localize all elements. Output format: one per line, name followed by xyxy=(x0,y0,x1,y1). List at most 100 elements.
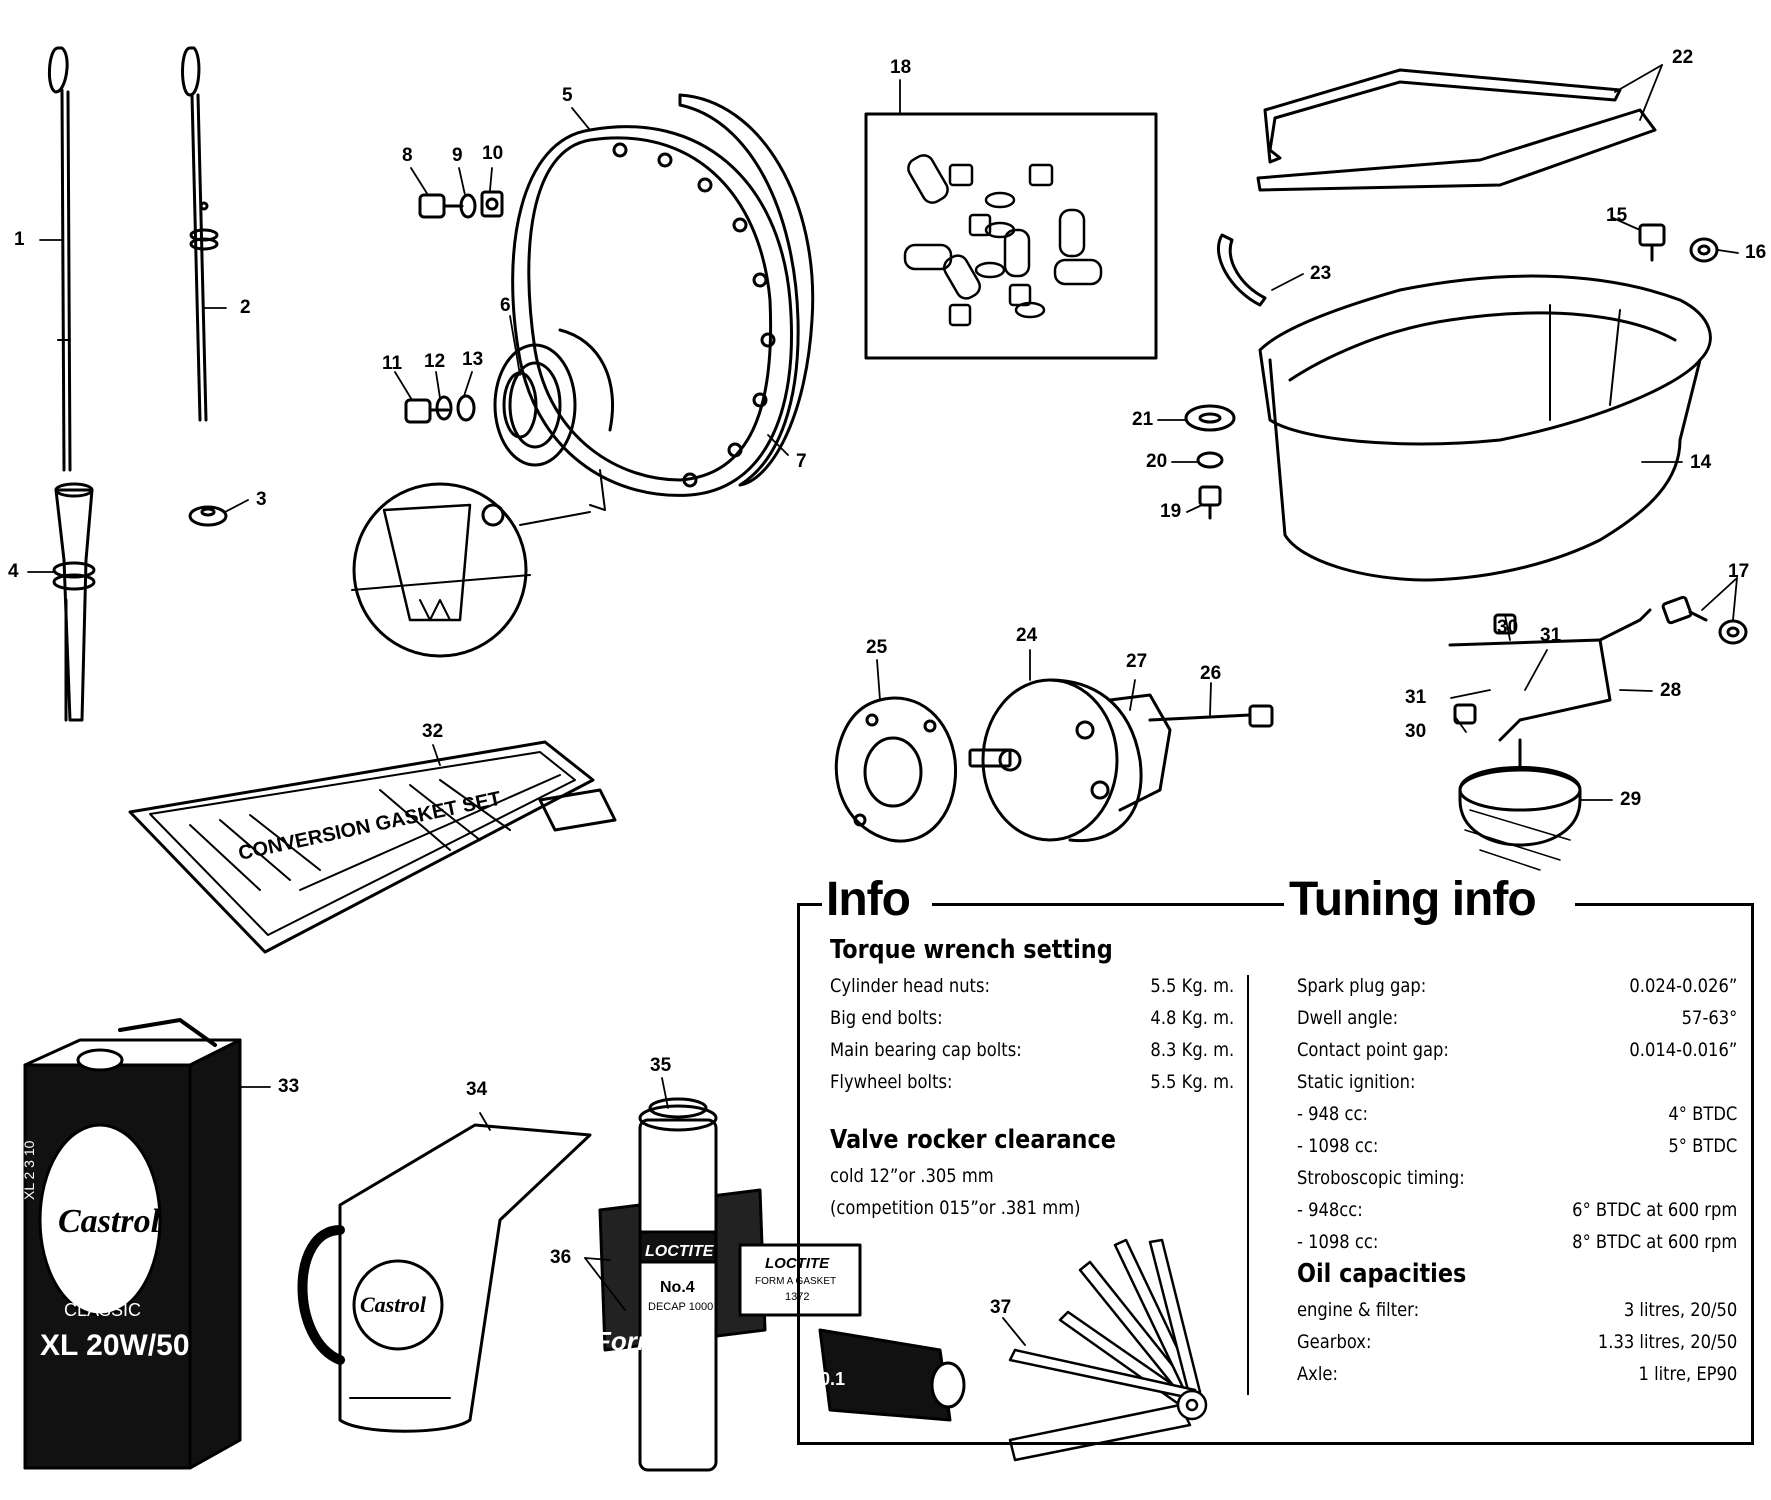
callout-15: 15 xyxy=(1606,205,1628,226)
tuning-label: Spark plug gap: xyxy=(1297,975,1427,997)
callout-4: 4 xyxy=(8,561,19,582)
info-box-top-right xyxy=(1575,903,1754,906)
tuning-row: Dwell angle: 57-63° xyxy=(1297,1002,1737,1034)
torque-value: 4.8 Kg. m. xyxy=(1150,1007,1235,1029)
tuning-row: - 1098 cc: 8° BTDC at 600 rpm xyxy=(1297,1226,1737,1258)
callout-17: 17 xyxy=(1728,561,1750,582)
bolt-11-12-13 xyxy=(404,394,476,424)
tuning-label: - 948 cc: xyxy=(1297,1103,1368,1125)
tuning-label: - 948cc: xyxy=(1297,1199,1363,1221)
castrol-oil-can-33 xyxy=(23,1018,242,1470)
timing-cover-gasket-7 xyxy=(678,93,815,487)
torque-label: Cylinder head nuts: xyxy=(830,975,990,997)
oil-row: Axle: 1 litre, EP90 xyxy=(1297,1358,1737,1390)
dipstick-1 xyxy=(48,46,72,472)
info-box xyxy=(797,903,1754,1445)
tuning-label: - 1098 cc: xyxy=(1297,1135,1379,1157)
callout-36: 36 xyxy=(550,1247,572,1268)
tuning-value: 8° BTDC at 600 rpm xyxy=(1572,1231,1738,1253)
callout-30a: 30 xyxy=(1497,617,1519,638)
castrol-jug-brand: Castrol xyxy=(360,1292,427,1317)
tuning-row: - 948cc: 6° BTDC at 600 rpm xyxy=(1297,1194,1737,1226)
callout-29: 29 xyxy=(1620,789,1642,810)
callout-27: 27 xyxy=(1126,651,1148,672)
loctite-products-35-36 xyxy=(598,1097,966,1472)
pump-gasket-25 xyxy=(834,696,958,843)
no1-text: No.1 xyxy=(720,1338,776,1368)
tuning-label: Contact point gap: xyxy=(1297,1039,1449,1061)
detail-magnifier xyxy=(351,482,591,658)
torque-row: Cylinder head nuts:5.5 Kg. m. xyxy=(830,970,1234,1002)
spacer xyxy=(830,1098,1234,1124)
torque-label: Main bearing cap bolts: xyxy=(830,1039,1022,1061)
loctite-box-sub: FORM A GASKET xyxy=(755,1276,836,1287)
castrol-jug-34 xyxy=(297,1123,592,1433)
tuning-value: 6° BTDC at 600 rpm xyxy=(1572,1199,1738,1221)
oil-pump-24-27 xyxy=(968,678,1274,843)
bolt-19-20-21 xyxy=(1184,404,1236,520)
tuning-label: Static ignition: xyxy=(1297,1071,1416,1093)
tuning-value: 0.014-0.016” xyxy=(1629,1039,1738,1061)
info-divider xyxy=(1247,975,1249,1395)
castrol-can-brand: Castrol xyxy=(58,1203,161,1240)
washer-3-hole xyxy=(200,507,216,517)
callout-24: 24 xyxy=(1016,625,1038,646)
callout-16: 16 xyxy=(1745,242,1767,263)
tuning-label: Stroboscopic timing: xyxy=(1297,1167,1465,1189)
callout-6: 6 xyxy=(500,295,511,316)
plug-17 xyxy=(1661,595,1748,645)
dipstick-tube-4 xyxy=(52,482,96,722)
info-box-top-mid xyxy=(932,903,1284,906)
tuning-row: Spark plug gap: 0.024-0.026” xyxy=(1297,970,1737,1002)
callout-10: 10 xyxy=(482,143,504,164)
callout-20: 20 xyxy=(1146,451,1168,472)
loctite-can-brand: LOCTITE xyxy=(645,1243,715,1260)
torque-label: Flywheel bolts: xyxy=(830,1071,953,1093)
oil-row: Gearbox:1.33 litres, 20/50 xyxy=(1297,1326,1737,1358)
tuning-row: - 1098 cc:5° BTDC xyxy=(1297,1130,1737,1162)
oil-value: 1 litre, EP90 xyxy=(1638,1363,1738,1385)
oil-row: engine & filter:3 litres, 20/50 xyxy=(1297,1294,1737,1326)
callout-22: 22 xyxy=(1672,47,1694,68)
callout-12: 12 xyxy=(424,351,446,372)
valve-line: cold 12”or .305 mm xyxy=(830,1165,994,1187)
callout-28: 28 xyxy=(1660,680,1682,701)
callout-3: 3 xyxy=(256,489,267,510)
tuning-value: 57-63° xyxy=(1681,1007,1738,1029)
torque-value: 8.3 Kg. m. xyxy=(1150,1039,1235,1061)
callout-1: 1 xyxy=(14,229,25,250)
callout-11: 11 xyxy=(382,353,403,374)
callout-7: 7 xyxy=(796,451,807,472)
tuning-row: Contact point gap: 0.014-0.016” xyxy=(1297,1034,1737,1066)
callout-30b: 30 xyxy=(1405,721,1427,742)
gasket-set-32 xyxy=(128,740,617,954)
tuning-row: - 948 cc:4° BTDC xyxy=(1297,1098,1737,1130)
callout-32: 32 xyxy=(422,721,444,742)
timing-cover-5 xyxy=(493,125,793,511)
valve-line: (competition 015”or .381 mm) xyxy=(830,1197,1081,1219)
oil-label: Gearbox: xyxy=(1297,1331,1372,1353)
oil-label: Axle: xyxy=(1297,1363,1338,1385)
callout-19: 19 xyxy=(1160,501,1182,522)
feeler-gauge-37 xyxy=(1008,1238,1208,1462)
bolt-8-9-10 xyxy=(418,190,504,219)
tuning-label: - 1098 cc: xyxy=(1297,1231,1379,1253)
sump-gaskets-22 xyxy=(1256,68,1657,192)
loctite-can-no4: No.4 xyxy=(660,1279,695,1296)
forma-text: Form xyxy=(595,1326,660,1356)
torque-title: Torque wrench setting xyxy=(830,935,1113,965)
callout-13: 13 xyxy=(462,349,484,370)
tuning-value: 0.024-0.026” xyxy=(1629,975,1738,997)
callout-21: 21 xyxy=(1132,409,1154,430)
callout-14: 14 xyxy=(1690,452,1712,473)
tuning-row: Static ignition: xyxy=(1297,1066,1737,1098)
info-box-top-left xyxy=(797,903,831,906)
info-column: Torque wrench setting Cylinder head nuts… xyxy=(830,934,1234,1224)
tuning-column: Spark plug gap: 0.024-0.026” Dwell angle:… xyxy=(1297,970,1737,1390)
leader-lines xyxy=(27,64,1739,1346)
callout-31b: 31 xyxy=(1405,687,1427,708)
oil-pickup-28-29 xyxy=(1448,608,1652,871)
tuning-label: Dwell angle: xyxy=(1297,1007,1399,1029)
callout-9: 9 xyxy=(452,145,463,166)
